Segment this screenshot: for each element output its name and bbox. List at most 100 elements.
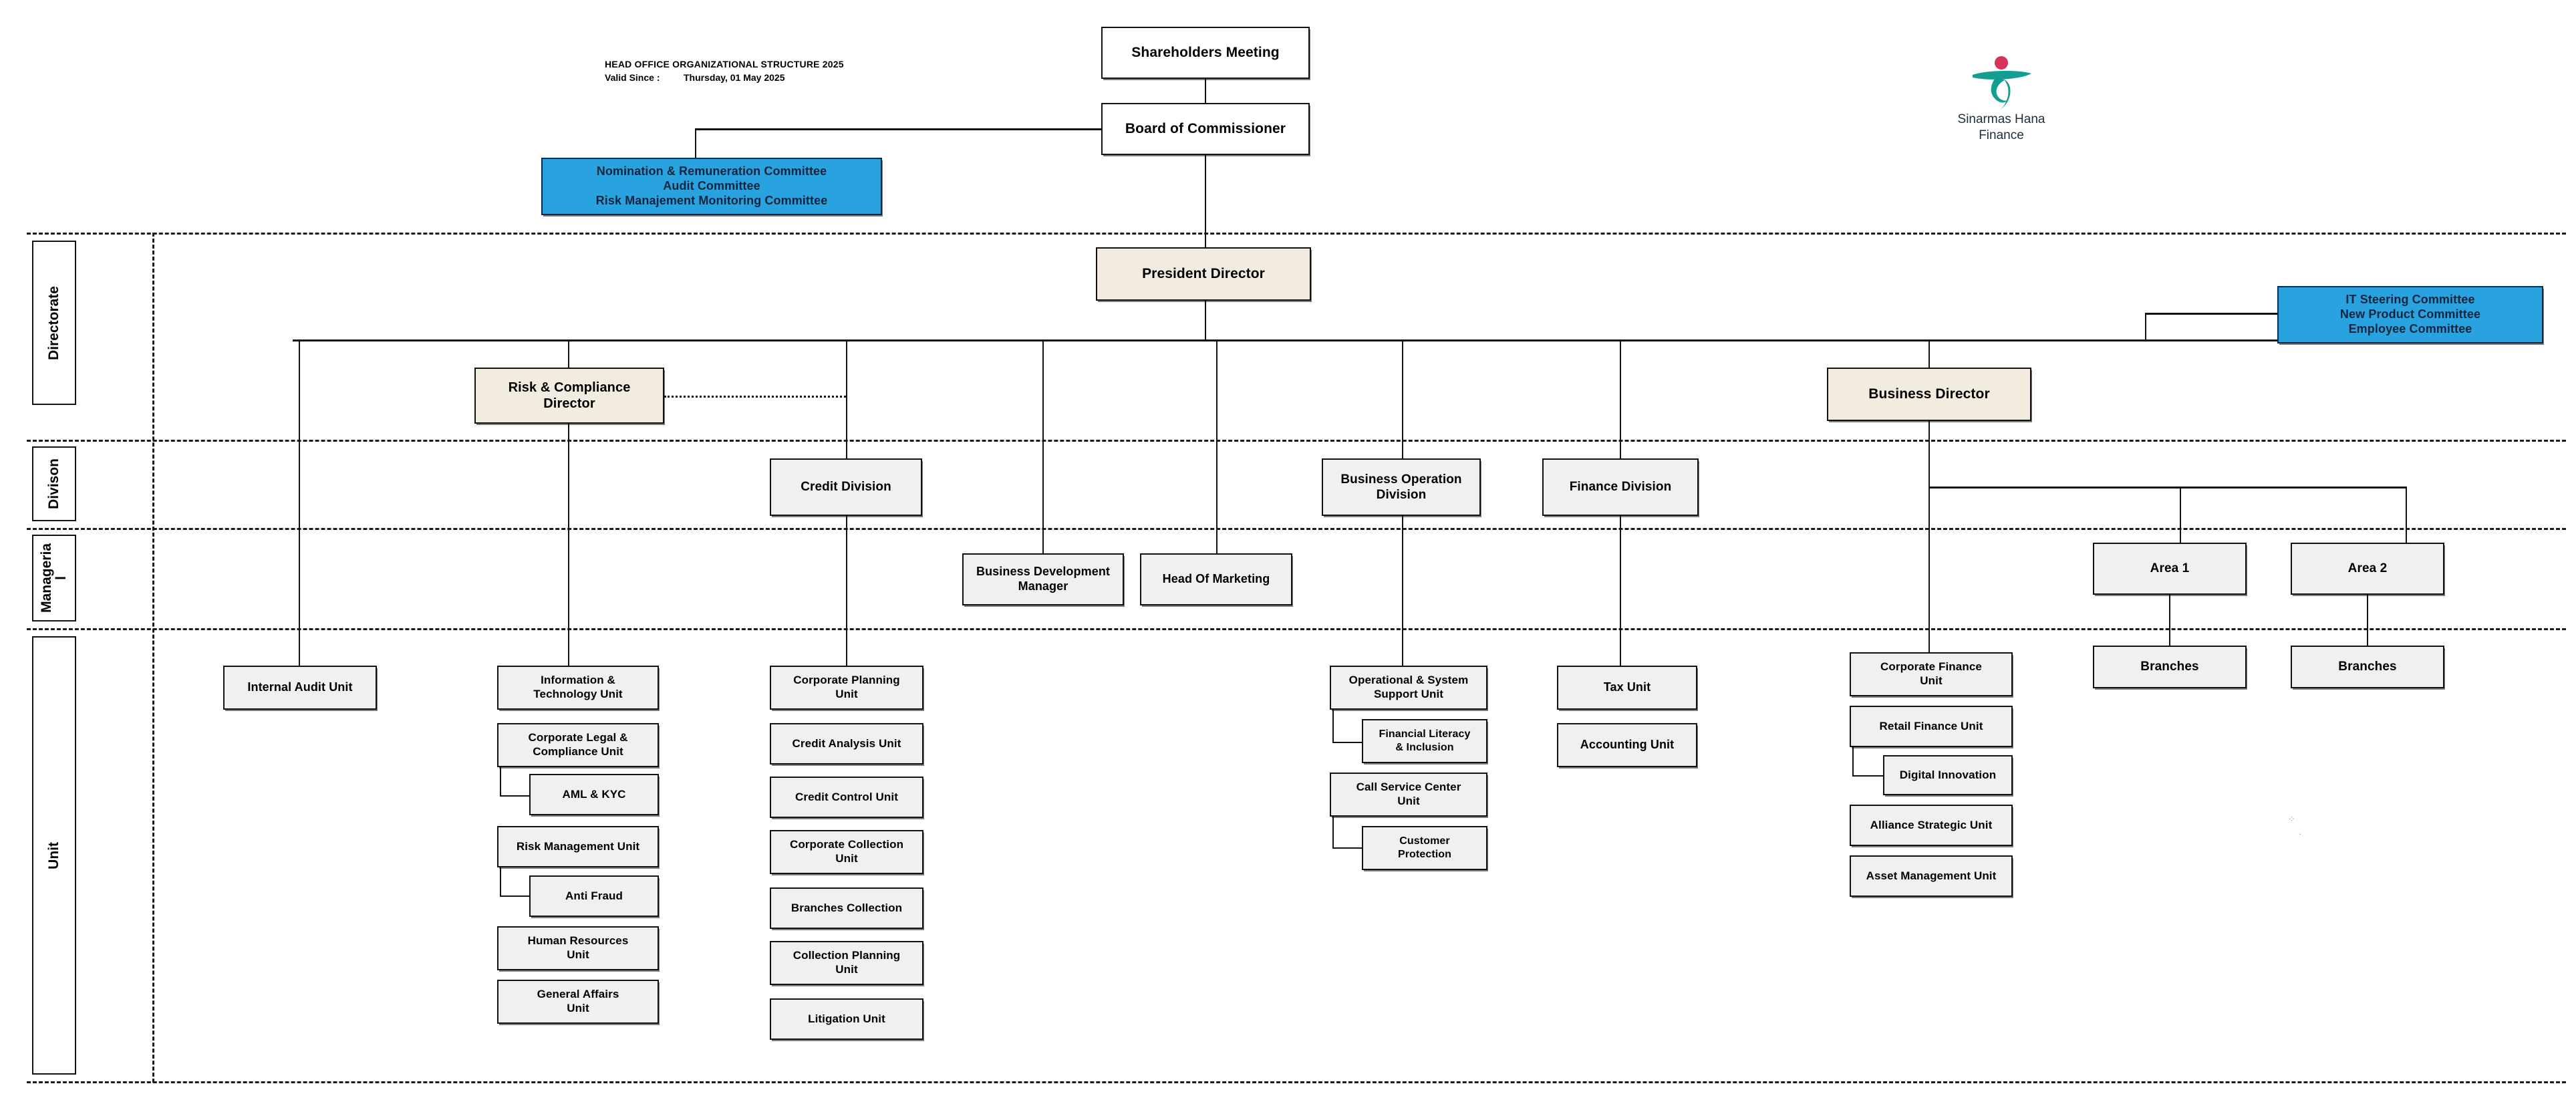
node-commissioner-committees-label: Nomination & Remuneration Committee Audi… [595, 164, 828, 207]
trunk-credit-units [846, 516, 847, 667]
node-shareholders-meeting-label: Shareholders Meeting [1131, 45, 1280, 61]
unit-credit-analysis[interactable]: Credit Analysis Unit [770, 723, 923, 765]
unit-call-service-center[interactable]: Call Service Center Unit [1330, 773, 1487, 817]
logo-text-line2: Finance [1979, 128, 2024, 142]
band-label-directorate: Directorate [32, 241, 76, 405]
connector-bus-to-area2 [2406, 487, 2407, 544]
band-left-boundary [152, 233, 154, 1083]
unit-asset-management[interactable]: Asset Management Unit [1850, 855, 2013, 897]
unit-call-service-center-label: Call Service Center Unit [1356, 781, 1461, 807]
connector-risk-director-dotted-relation [664, 396, 846, 398]
node-risk-compliance-director-label: Risk & Compliance Director [508, 380, 631, 411]
unit-collection-planning[interactable]: Collection Planning Unit [770, 941, 923, 985]
node-board-of-commissioner[interactable]: Board of Commissioner [1101, 103, 1310, 155]
unit-anti-fraud[interactable]: Anti Fraud [529, 875, 659, 917]
unit-corporate-collection-label: Corporate Collection Unit [789, 838, 904, 865]
unit-corporate-finance-label: Corporate Finance Unit [1880, 660, 1982, 687]
node-branches-area-2[interactable]: Branches [2291, 646, 2444, 688]
node-internal-audit-unit-label: Internal Audit Unit [247, 680, 353, 694]
node-finance-division[interactable]: Finance Division [1542, 458, 1699, 516]
unit-digital-innovation-label: Digital Innovation [1899, 768, 1997, 781]
unit-financial-literacy-inclusion-label: Financial Literacy & Inclusion [1379, 728, 1471, 753]
unit-aml-kyc[interactable]: AML & KYC [529, 774, 659, 815]
node-shareholders-meeting[interactable]: Shareholders Meeting [1101, 27, 1310, 79]
unit-branches-collection-label: Branches Collection [791, 901, 903, 914]
unit-corporate-planning[interactable]: Corporate Planning Unit [770, 666, 923, 710]
unit-alliance-strategic[interactable]: Alliance Strategic Unit [1850, 805, 2013, 846]
unit-accounting[interactable]: Accounting Unit [1557, 723, 1697, 767]
unit-tax[interactable]: Tax Unit [1557, 666, 1697, 710]
connector-shareholders-to-board [1205, 79, 1206, 103]
connector-business-director-down [1928, 421, 1930, 488]
unit-general-affairs[interactable]: General Affairs Unit [497, 980, 659, 1024]
sinarmas-hana-figure-icon [1973, 56, 2031, 110]
node-area-1[interactable]: Area 1 [2093, 543, 2247, 595]
unit-litigation[interactable]: Litigation Unit [770, 998, 923, 1040]
unit-customer-protection[interactable]: Customer Protection [1362, 826, 1487, 870]
unit-corporate-finance[interactable]: Corporate Finance Unit [1850, 652, 2013, 696]
unit-information-technology[interactable]: Information & Technology Unit [497, 666, 659, 710]
connector-risk-to-antifraud-v [500, 867, 501, 897]
node-business-director[interactable]: Business Director [1827, 368, 2031, 421]
connector-legal-to-aml-h [500, 795, 531, 797]
trunk-internal-audit [299, 339, 300, 666]
scan-artifact-1: ⁘ [2288, 814, 2295, 824]
unit-retail-finance[interactable]: Retail Finance Unit [1850, 706, 2013, 747]
unit-human-resources-label: Human Resources Unit [527, 934, 629, 961]
unit-collection-planning-label: Collection Planning Unit [793, 949, 901, 976]
node-business-operation-division[interactable]: Business Operation Division [1322, 458, 1481, 516]
unit-aml-kyc-label: AML & KYC [562, 787, 626, 801]
unit-risk-management[interactable]: Risk Management Unit [497, 826, 659, 867]
trunk-risk-compliance-units [568, 424, 569, 666]
node-president-director[interactable]: President Director [1096, 247, 1311, 301]
connector-ops-to-literacy-v [1332, 710, 1334, 743]
node-head-of-marketing-label: Head Of Marketing [1162, 572, 1270, 586]
unit-litigation-label: Litigation Unit [808, 1012, 885, 1025]
unit-operational-system-support[interactable]: Operational & System Support Unit [1330, 666, 1487, 710]
document-title: HEAD OFFICE ORGANIZATIONAL STRUCTURE 202… [605, 59, 844, 70]
valid-since-value: Thursday, 01 May 2025 [684, 72, 785, 83]
node-head-of-marketing[interactable]: Head Of Marketing [1140, 553, 1292, 605]
connector-risk-to-antifraud-h [500, 895, 531, 897]
connector-board-to-committees-v [695, 128, 696, 159]
unit-branches-collection[interactable]: Branches Collection [770, 887, 923, 929]
node-credit-division-label: Credit Division [801, 480, 891, 495]
connector-legal-to-aml-v [500, 767, 501, 797]
unit-financial-literacy-inclusion[interactable]: Financial Literacy & Inclusion [1362, 719, 1487, 763]
node-director-committees[interactable]: IT Steering Committee New Product Commit… [2277, 286, 2543, 343]
node-internal-audit-unit[interactable]: Internal Audit Unit [223, 666, 377, 710]
connector-ops-to-literacy-h [1332, 742, 1363, 743]
node-branches-area-1[interactable]: Branches [2093, 646, 2247, 688]
unit-credit-control[interactable]: Credit Control Unit [770, 777, 923, 818]
unit-credit-analysis-label: Credit Analysis Unit [792, 736, 901, 750]
connector-retail-to-digital-h [1852, 775, 1884, 777]
node-business-development-manager-label: Business Development Manager [976, 565, 1111, 593]
band-separator-division-managerial [27, 528, 2566, 530]
main-distribution-bus [293, 339, 2297, 341]
unit-information-technology-label: Information & Technology Unit [533, 674, 623, 700]
unit-corporate-collection[interactable]: Corporate Collection Unit [770, 830, 923, 874]
band-separator-managerial-unit [27, 628, 2566, 630]
unit-human-resources[interactable]: Human Resources Unit [497, 926, 659, 970]
title-block: HEAD OFFICE ORGANIZATIONAL STRUCTURE 202… [605, 59, 844, 83]
trunk-business-development [1042, 339, 1044, 553]
node-business-development-manager[interactable]: Business Development Manager [962, 553, 1124, 605]
band-label-managerial-text: Manageria l [38, 543, 69, 613]
unit-corporate-legal-compliance[interactable]: Corporate Legal & Compliance Unit [497, 723, 659, 767]
unit-operational-system-support-label: Operational & System Support Unit [1348, 674, 1469, 700]
connector-bus-to-director-committees-h [2145, 313, 2279, 315]
band-label-managerial: Manageria l [32, 535, 76, 621]
node-commissioner-committees[interactable]: Nomination & Remuneration Committee Audi… [541, 158, 882, 215]
unit-digital-innovation[interactable]: Digital Innovation [1883, 755, 2013, 795]
trunk-business-director-units [1928, 487, 1930, 666]
band-label-directorate-text: Directorate [45, 285, 61, 360]
node-area-2[interactable]: Area 2 [2291, 543, 2444, 595]
node-branches-area-1-label: Branches [2140, 660, 2199, 674]
band-label-unit: Unit [32, 636, 76, 1075]
unit-tax-label: Tax Unit [1603, 680, 1651, 694]
node-risk-compliance-director[interactable]: Risk & Compliance Director [474, 368, 664, 424]
unit-credit-control-label: Credit Control Unit [795, 790, 898, 803]
trunk-business-operation-units [1402, 516, 1403, 667]
node-credit-division[interactable]: Credit Division [770, 458, 922, 516]
